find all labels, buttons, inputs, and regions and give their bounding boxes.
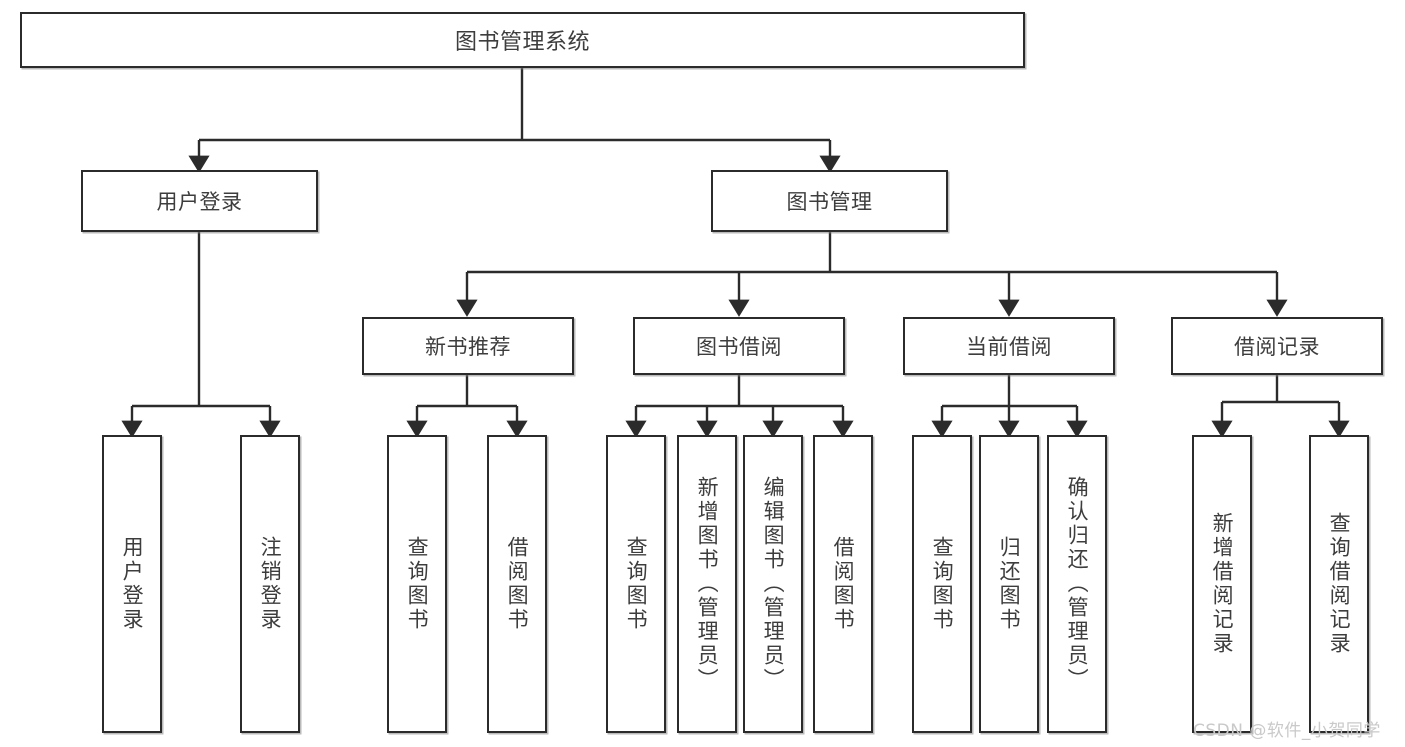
leaf-current-confirm-return-admin[interactable]: 确认归还（管理员） [1047, 435, 1107, 733]
node-label: 查询借阅记录 [1327, 512, 1352, 656]
leaf-recommend-borrow-book[interactable]: 借阅图书 [487, 435, 547, 733]
node-new-book-recommend[interactable]: 新书推荐 [362, 317, 574, 375]
node-label: 查询图书 [624, 536, 649, 632]
leaf-borrow-query-book[interactable]: 查询图书 [606, 435, 666, 733]
node-label: 借阅图书 [505, 536, 530, 632]
node-label: 新书推荐 [425, 335, 511, 359]
watermark-csdn: CSDN @软件_小贺同学 [1193, 721, 1381, 741]
node-label: 借阅图书 [831, 536, 856, 632]
node-label: 图书管理 [786, 190, 873, 214]
node-label: 注销登录 [258, 536, 283, 632]
leaf-logout-login[interactable]: 注销登录 [240, 435, 300, 733]
node-label: 编辑图书（管理员） [761, 476, 786, 692]
leaf-current-query-book[interactable]: 查询图书 [912, 435, 972, 733]
leaf-current-return-book[interactable]: 归还图书 [979, 435, 1039, 733]
node-label: 新增图书（管理员） [695, 476, 720, 692]
leaf-record-add-borrow-record[interactable]: 新增借阅记录 [1192, 435, 1252, 733]
node-label: 新增借阅记录 [1210, 512, 1235, 656]
leaf-recommend-query-book[interactable]: 查询图书 [387, 435, 447, 733]
node-label: 当前借阅 [966, 335, 1052, 359]
node-book-management[interactable]: 图书管理 [711, 170, 948, 232]
leaf-borrow-edit-book-admin[interactable]: 编辑图书（管理员） [743, 435, 803, 733]
node-label: 图书管理系统 [454, 30, 590, 55]
leaf-record-query-borrow-record[interactable]: 查询借阅记录 [1309, 435, 1369, 733]
node-label: 用户登录 [156, 190, 243, 214]
leaf-borrow-add-book-admin[interactable]: 新增图书（管理员） [677, 435, 737, 733]
node-book-borrow[interactable]: 图书借阅 [633, 317, 845, 375]
node-label: 图书借阅 [696, 335, 782, 359]
node-label: 借阅记录 [1234, 335, 1320, 359]
node-root-book-management-system[interactable]: 图书管理系统 [20, 12, 1025, 68]
node-label: 确认归还（管理员） [1065, 476, 1090, 692]
node-user-login[interactable]: 用户登录 [81, 170, 318, 232]
node-label: 归还图书 [997, 536, 1022, 632]
node-borrow-record[interactable]: 借阅记录 [1171, 317, 1383, 375]
leaf-borrow-borrow-book[interactable]: 借阅图书 [813, 435, 873, 733]
node-label: 用户登录 [120, 536, 145, 632]
node-label: 查询图书 [405, 536, 430, 632]
leaf-user-login[interactable]: 用户登录 [102, 435, 162, 733]
node-current-borrow[interactable]: 当前借阅 [903, 317, 1115, 375]
node-label: 查询图书 [930, 536, 955, 632]
